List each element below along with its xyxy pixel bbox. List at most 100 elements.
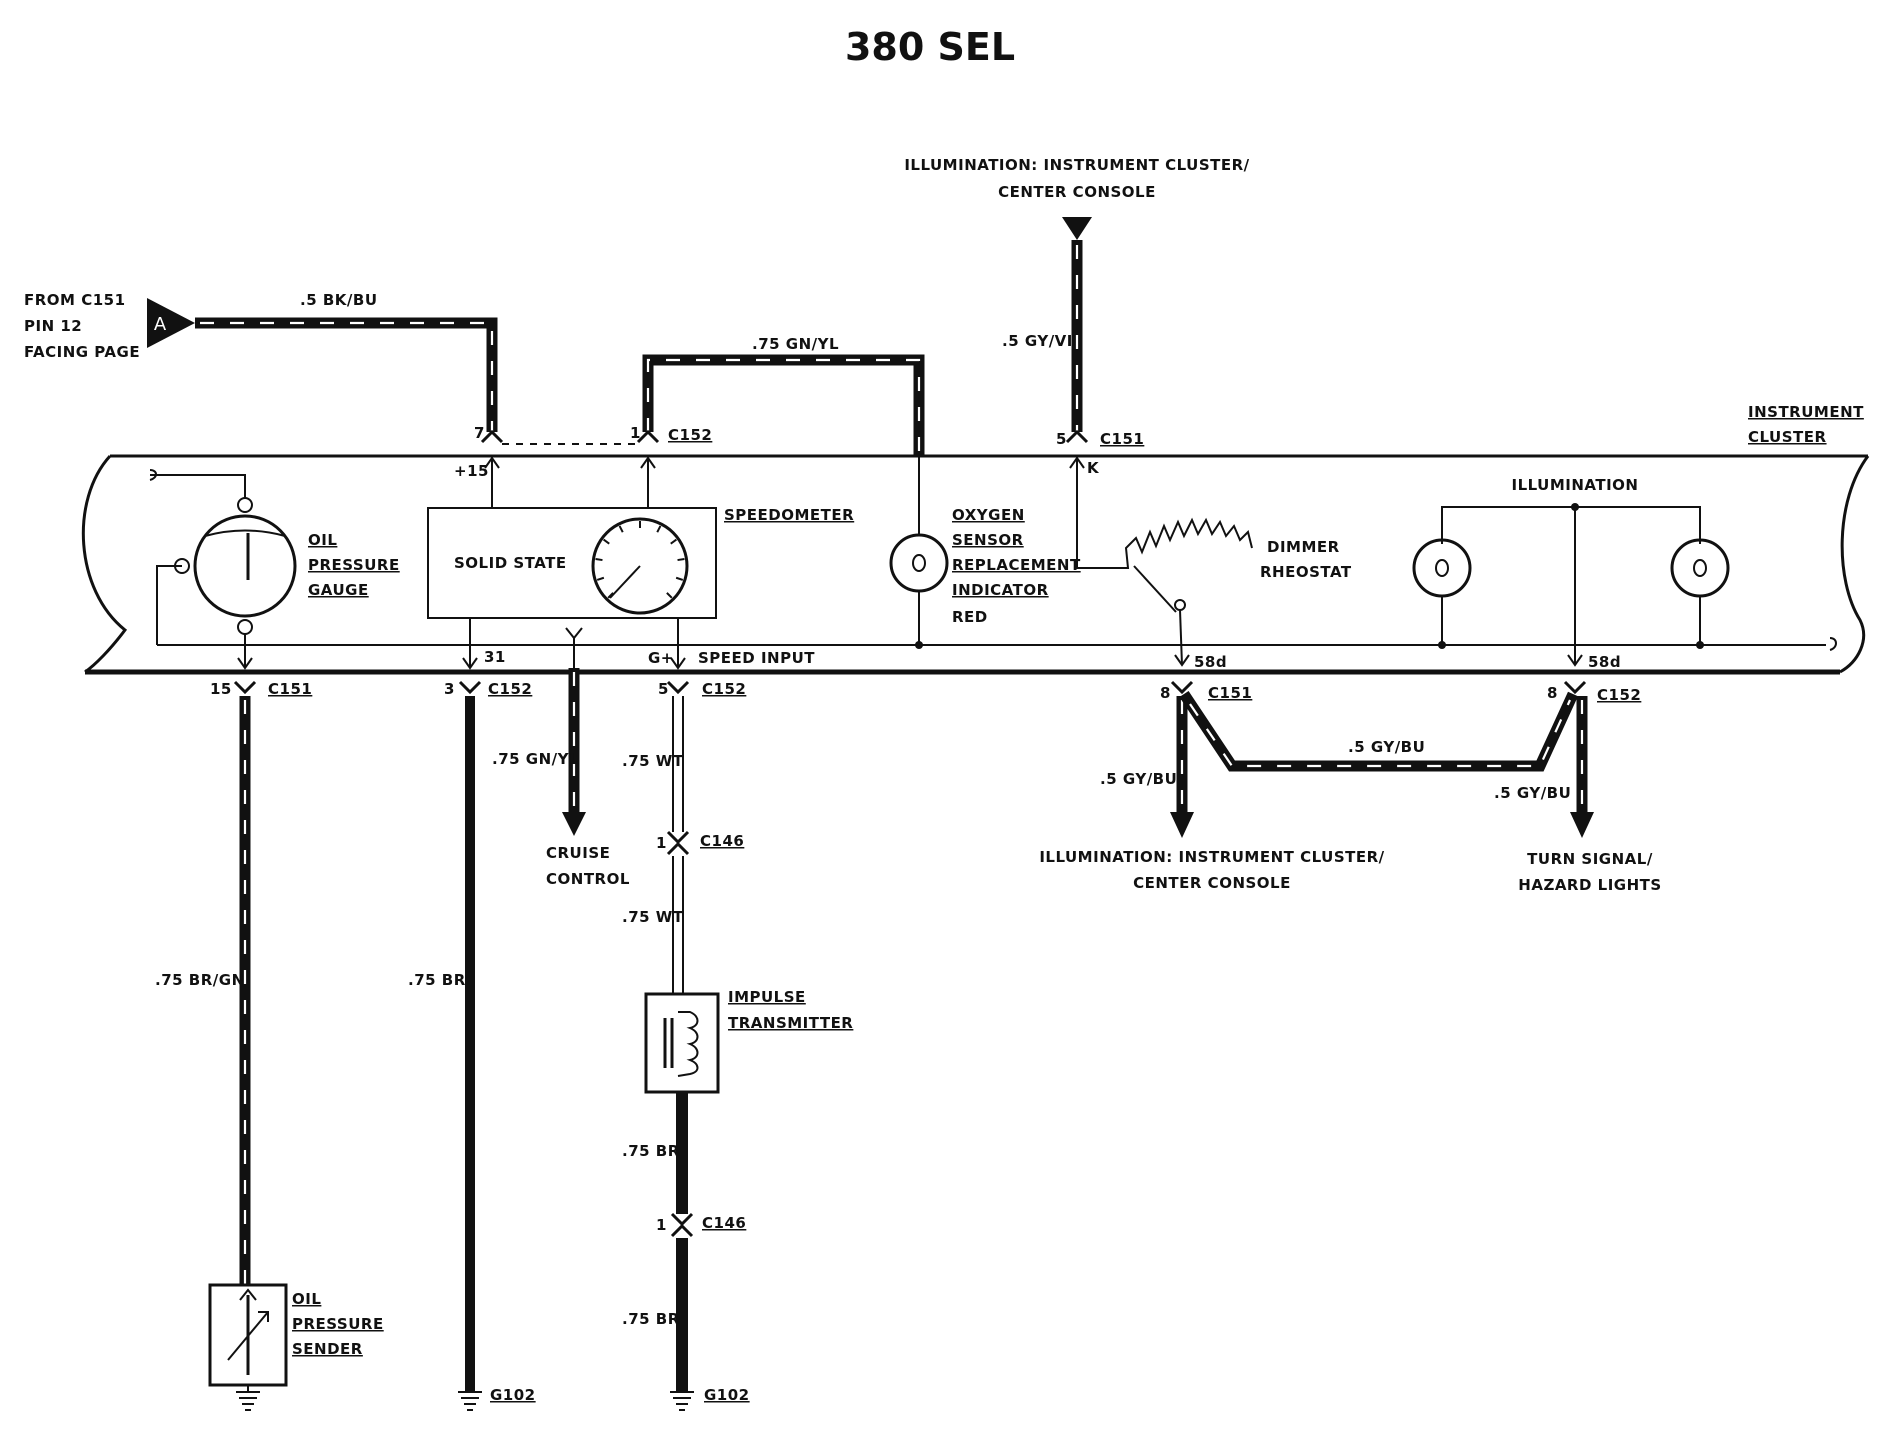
- speedometer-input-arrow: [640, 456, 656, 508]
- connector-pin-7: [480, 429, 504, 444]
- illumination-bottom-label-1: ILLUMINATION: INSTRUMENT CLUSTER/: [1039, 848, 1384, 866]
- oil-gauge-label-2: PRESSURE: [308, 556, 400, 574]
- speedometer-tick: [618, 525, 624, 533]
- terminal-31-label: 31: [484, 648, 506, 666]
- connector-arrow-letter: A: [154, 314, 167, 335]
- oil-sender-label-2: PRESSURE: [292, 1315, 384, 1333]
- speedometer-tick: [666, 592, 673, 599]
- connector-arrow-a: [147, 298, 195, 348]
- cruise-label-1: CRUISE: [546, 844, 610, 862]
- connector-c146-a-top: [666, 830, 690, 845]
- terminal-15-label: +15: [454, 462, 489, 480]
- wire-label-gy-bu-right: .5 GY/BU: [1494, 784, 1571, 802]
- ground-g102-right: G102: [704, 1386, 750, 1404]
- wire-label-gy-bu-left: .5 GY/BU: [1100, 770, 1177, 788]
- cluster-continuation-mark: [1829, 637, 1837, 651]
- turn-signal-label-2: HAZARD LIGHTS: [1518, 876, 1661, 894]
- c146-b-pin: 1: [656, 1216, 667, 1234]
- connector-c152-a: C152: [488, 680, 532, 698]
- terminal-15-arrow: [484, 456, 500, 508]
- connector-c152-top: C152: [668, 426, 712, 444]
- wire-label-br-mid-2: .75 BR: [622, 1310, 680, 1328]
- wire-label-gy-vi: .5 GY/VI: [1002, 332, 1073, 350]
- pin-8-b-label: 8: [1547, 684, 1558, 702]
- impulse-label-1: IMPULSE: [728, 988, 806, 1006]
- illumination-top-label-1: ILLUMINATION: INSTRUMENT CLUSTER/: [904, 156, 1249, 174]
- impulse-label-2: TRANSMITTER: [728, 1014, 853, 1032]
- oil-gauge-label-3: GAUGE: [308, 581, 369, 599]
- connector-c146-a-bottom: [666, 841, 690, 856]
- speedometer-tick: [607, 592, 614, 599]
- speed-input-arrow: [670, 618, 686, 670]
- oil-pressure-sender: [208, 1283, 288, 1411]
- wire-gn-yl-top: [642, 354, 925, 456]
- speedometer-tick: [603, 538, 610, 545]
- connector-c151-top: C151: [1100, 430, 1144, 448]
- pin-7-label: 7: [474, 424, 485, 442]
- wire-label-gy-bu-mid: .5 GY/BU: [1348, 738, 1425, 756]
- wire-gy-bu-mid: [1179, 690, 1578, 772]
- terminal-k-label: K: [1087, 459, 1100, 477]
- source-label-1: FROM C151: [24, 291, 126, 309]
- illumination-top-label-2: CENTER CONSOLE: [998, 183, 1156, 201]
- pin-5-top-label: 5: [1056, 430, 1067, 448]
- source-label-3: FACING PAGE: [24, 343, 140, 361]
- wire-label-wt-2: .75 WT: [622, 908, 684, 926]
- wire-label-br-mid-1: .75 BR: [622, 1142, 680, 1160]
- instrument-cluster-label: INSTRUMENT: [1748, 403, 1864, 421]
- oxygen-sensor-indicator-lamp: [889, 456, 949, 649]
- speedometer-tick: [677, 557, 685, 562]
- oxygen-label-1: OXYGEN: [952, 506, 1025, 524]
- wire-bk-bu: [195, 317, 498, 432]
- wire-label-gn-yl-cruise: .75 GN/YL: [492, 750, 579, 768]
- oil-sender-label-3: SENDER: [292, 1340, 363, 1358]
- instrument-cluster-outline: [81, 454, 1870, 675]
- illumination-lamps-label: ILLUMINATION: [1512, 476, 1639, 494]
- wire-label-br-left: .75 BR: [408, 971, 466, 989]
- connector-c151-a: C151: [268, 680, 312, 698]
- connector-pin-8-a: [1170, 680, 1194, 695]
- cruise-output: [565, 627, 583, 668]
- connector-pin-1: [636, 429, 660, 444]
- oil-gauge-label-1: OIL: [308, 531, 337, 549]
- oil-sender-label-1: OIL: [292, 1290, 321, 1308]
- cruise-control-arrow: [562, 812, 586, 836]
- oxygen-label-2: SENSOR: [952, 531, 1024, 549]
- illumination-lamp-left: [1412, 538, 1472, 649]
- connector-pin-5-top: [1065, 429, 1089, 444]
- pin-3-label: 3: [444, 680, 455, 698]
- connector-c146-b-bottom: [670, 1223, 694, 1238]
- pin-1-label: 1: [630, 424, 641, 442]
- dimmer-label-2: RHEOSTAT: [1260, 563, 1352, 581]
- pin-8-a-label: 8: [1160, 684, 1171, 702]
- oxygen-label-3: REPLACEMENT: [952, 556, 1081, 574]
- wire-label-wt-1: .75 WT: [622, 752, 684, 770]
- connector-c146-b: C146: [702, 1214, 746, 1232]
- connector-c146-b-top: [670, 1212, 694, 1227]
- illumination-input-arrow: [1062, 217, 1092, 240]
- wire-wt-upper: [672, 696, 684, 832]
- wire-label-bk-bu: .5 BK/BU: [300, 291, 378, 309]
- terminal-k-arrow: [1069, 456, 1085, 540]
- speedometer-tick: [595, 557, 603, 562]
- turn-signal-label-1: TURN SIGNAL/: [1527, 850, 1653, 868]
- speedometer-module: [427, 507, 717, 619]
- turn-signal-arrow: [1570, 812, 1594, 838]
- wire-label-br-gn: .75 BR/GN: [155, 971, 245, 989]
- speedometer-tick: [675, 576, 684, 581]
- cruise-label-2: CONTROL: [546, 870, 630, 888]
- illumination-bottom-label-2: CENTER CONSOLE: [1133, 874, 1291, 892]
- ground-symbol-right: [670, 1391, 694, 1411]
- illumination-lamp-right: [1670, 538, 1730, 649]
- dimmer-rheostat: [1076, 517, 1253, 667]
- oxygen-color-label: RED: [952, 608, 988, 626]
- diagram-title: 380 SEL: [845, 25, 1015, 69]
- illumination-bottom-arrow: [1170, 812, 1194, 838]
- connector-pin-8-b: [1563, 680, 1587, 695]
- connector-pin-3: [458, 680, 482, 695]
- speedometer-tick: [670, 538, 677, 545]
- ground-symbol-left: [458, 1391, 482, 1411]
- connector-pin-5-bottom: [666, 680, 690, 695]
- oxygen-label-4: INDICATOR: [952, 581, 1049, 599]
